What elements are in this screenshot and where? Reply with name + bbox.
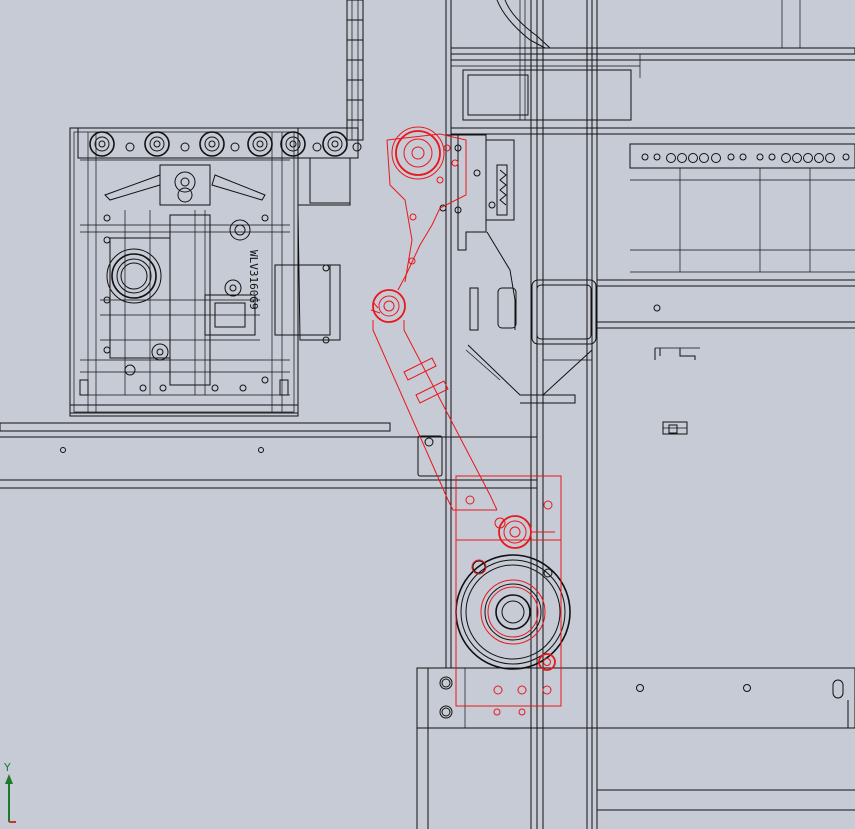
horizontal-rails xyxy=(597,279,855,435)
part-label: WLV3160G9 xyxy=(247,250,260,310)
upper-housing xyxy=(450,0,855,135)
top-roller-row xyxy=(77,127,362,159)
selected-linkage[interactable] xyxy=(370,126,562,716)
axis-triad-icon: Y xyxy=(3,761,16,823)
right-frame-columns xyxy=(445,0,801,829)
main-beam xyxy=(0,422,537,489)
right-chain-conveyor xyxy=(629,143,855,273)
lower-wheel-assembly xyxy=(455,554,571,670)
vertical-guide xyxy=(346,0,364,141)
upper-bracket xyxy=(439,134,576,404)
square-tube xyxy=(531,279,597,397)
left-machine-assembly: WLV3160G9 xyxy=(69,127,362,417)
y-axis-label: Y xyxy=(3,761,11,774)
base-plate xyxy=(416,667,855,829)
